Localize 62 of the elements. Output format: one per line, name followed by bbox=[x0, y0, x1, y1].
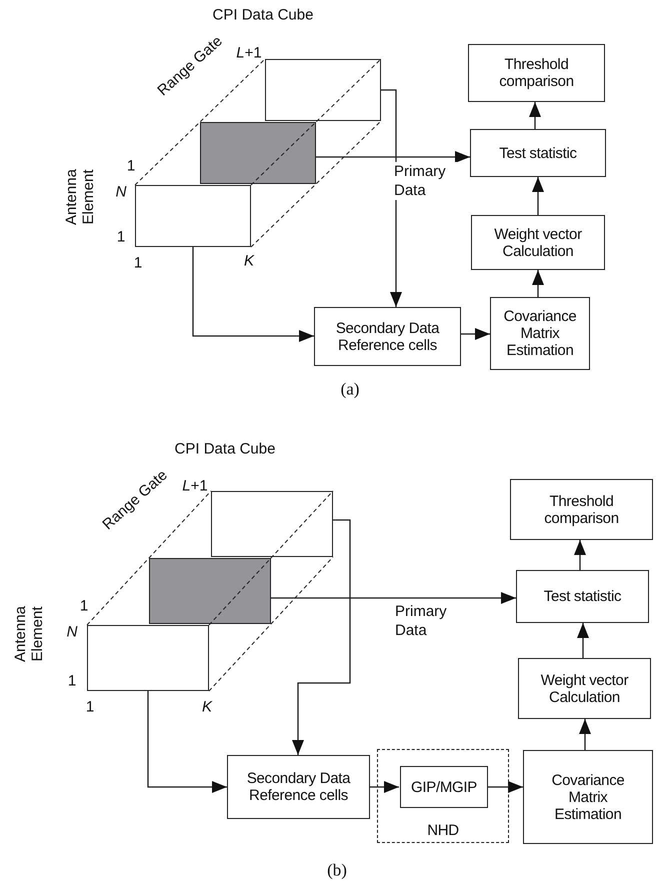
box-label: Secondary Data Reference cells bbox=[334, 320, 440, 354]
index-label: K bbox=[202, 698, 212, 716]
box-label: Test statistic bbox=[544, 588, 622, 605]
panel-caption: (b) bbox=[327, 862, 347, 878]
arrow bbox=[532, 177, 544, 215]
panel-caption: (a) bbox=[340, 380, 360, 398]
process-box bbox=[510, 479, 653, 540]
data-slice bbox=[149, 558, 271, 624]
box-label: Test statistic bbox=[499, 144, 577, 162]
process-box bbox=[227, 755, 370, 819]
arrow bbox=[192, 247, 314, 342]
index-label: N bbox=[116, 184, 126, 200]
data-slice bbox=[265, 59, 381, 121]
process-box bbox=[518, 658, 651, 719]
index-label: 1 bbox=[68, 672, 76, 690]
panel-title: CPI Data Cube bbox=[174, 440, 276, 458]
index-label: 1 bbox=[116, 228, 126, 246]
box-label: Weight vector Calculation bbox=[493, 226, 583, 260]
arrow bbox=[577, 623, 589, 658]
arrow bbox=[147, 691, 227, 793]
arrow bbox=[574, 540, 586, 570]
data-slice bbox=[135, 185, 251, 247]
axis-label: Antenna Element bbox=[63, 168, 97, 227]
panel-title: CPI Data Cube bbox=[212, 6, 314, 24]
box-label: Weight vector Calculation bbox=[540, 672, 630, 706]
dashed-group-box bbox=[377, 749, 509, 843]
index-label: 1 bbox=[80, 598, 88, 614]
index-label: K bbox=[244, 252, 254, 270]
index-label: 1 bbox=[126, 158, 136, 174]
data-slice bbox=[211, 491, 333, 557]
axis-label: Antenna Element bbox=[12, 605, 46, 664]
index-label: 1 bbox=[86, 698, 94, 716]
arrow bbox=[579, 719, 591, 750]
process-box bbox=[470, 129, 606, 177]
arrow bbox=[487, 781, 523, 793]
box-label: Threshold comparison bbox=[498, 56, 575, 90]
process-box bbox=[490, 297, 590, 370]
process-box bbox=[516, 570, 649, 623]
process-box bbox=[314, 307, 461, 366]
arrow bbox=[292, 519, 351, 755]
arrow bbox=[370, 781, 399, 793]
arrow bbox=[316, 151, 470, 163]
index-label: 1 bbox=[134, 254, 142, 272]
box-label: Covariance Matrix Estimation bbox=[502, 308, 578, 359]
arrow bbox=[271, 592, 516, 604]
process-box bbox=[523, 750, 653, 844]
arrow bbox=[461, 328, 490, 340]
arrow bbox=[532, 270, 544, 297]
data-slice bbox=[87, 625, 209, 691]
box-label: Threshold comparison bbox=[543, 492, 620, 526]
box-label: Secondary Data Reference cells bbox=[246, 770, 352, 804]
process-box bbox=[471, 215, 605, 270]
box-label: Covariance Matrix Estimation bbox=[550, 772, 626, 822]
index-label: L+1 bbox=[182, 478, 208, 494]
data-slice bbox=[200, 122, 316, 184]
arrow bbox=[529, 102, 541, 129]
index-label: N bbox=[66, 624, 78, 640]
process-box bbox=[400, 766, 488, 808]
group-label: NHD bbox=[427, 822, 459, 839]
index-label: L+1 bbox=[236, 44, 262, 62]
process-box bbox=[468, 44, 605, 102]
box-label: GIP/MGIP bbox=[411, 778, 477, 796]
